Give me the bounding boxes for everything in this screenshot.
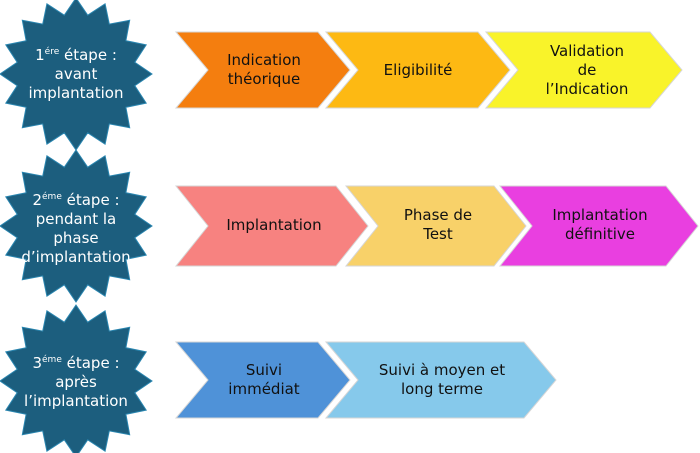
- chevron-suivi-moyen-long-terme: [324, 341, 557, 419]
- chevron-eligibilite: [324, 31, 511, 109]
- stage-2-label: 2éme étape : pendant la phase d’implanta…: [21, 191, 131, 266]
- stage-2-star: [0, 149, 153, 303]
- step-suivi-immediat: Suivi immédiat: [228, 361, 300, 398]
- chevron-implantation: [174, 185, 369, 267]
- step-suivi-moyen-long-terme: Suivi à moyen et long terme: [378, 361, 506, 398]
- step-implantation-definitive: Implantation définitive: [552, 206, 648, 243]
- stage-3-star: [0, 304, 153, 453]
- step-validation-indication: Validation de l’Indication: [545, 41, 629, 98]
- stage-3-label: 3éme étape : après l’implantation: [24, 353, 128, 410]
- chevron-phase-de-test: [344, 185, 527, 267]
- chevron-validation-indication: [484, 31, 683, 109]
- step-indication-theorique: Indication théorique: [227, 51, 301, 88]
- chevron-implantation-definitive: [498, 185, 699, 267]
- chevron-indication-theorique: [174, 31, 351, 109]
- stage-1-label: 1ére étape : avant implantation: [28, 45, 124, 102]
- step-phase-de-test: Phase de Test: [403, 206, 473, 243]
- step-eligibilite: Eligibilité: [383, 60, 453, 79]
- step-implantation: Implantation: [226, 215, 322, 234]
- chevron-suivi-immediat: [174, 341, 351, 419]
